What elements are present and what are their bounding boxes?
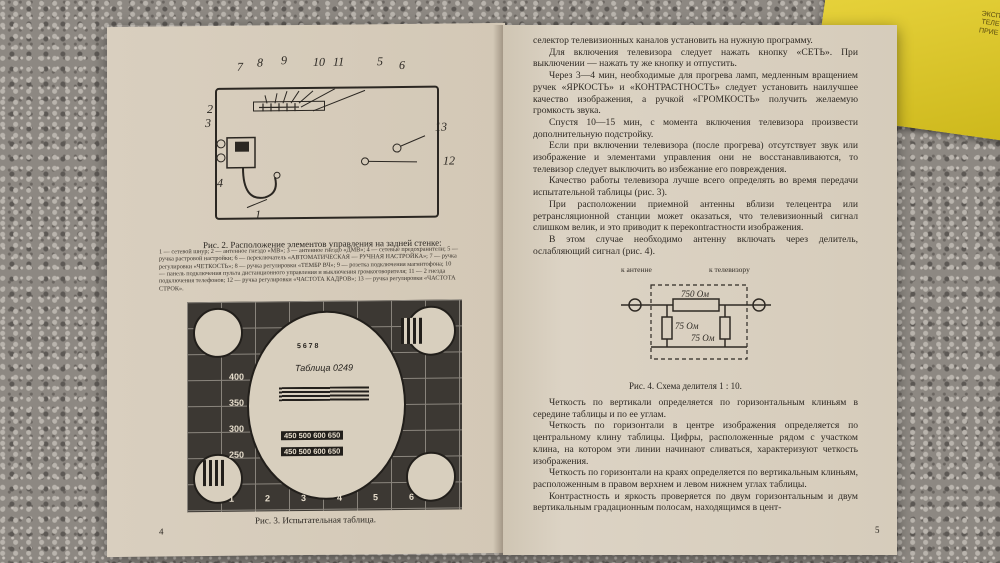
body-text-top: селектор телевизионных каналов установит… [533, 35, 858, 257]
cord-grommet [273, 171, 281, 179]
fig3-caption: Рис. 3. Испытательная таблица. [255, 514, 376, 526]
paragraph: Через 3—4 мин, необходимые для прогрева … [533, 70, 858, 117]
paragraph: Качество работы телевизора лучше всего о… [533, 175, 858, 199]
page-number-left: 4 [159, 526, 164, 537]
paragraph: При расположении приемной антенны вблизи… [533, 198, 858, 234]
shield-box [650, 284, 748, 360]
resistor-series [672, 298, 720, 312]
leader-line [274, 93, 278, 104]
leader-line [312, 89, 366, 112]
left-scale-300: 300 [229, 423, 245, 434]
central-circle [247, 309, 406, 501]
cover-line: ПРИЕ [978, 27, 999, 37]
resistor-label-75-a: 75 Ом [675, 321, 699, 331]
vertical-wedge-bottom-left [203, 459, 225, 487]
central-horizontal-wedge [279, 386, 369, 402]
test-pattern-numbers-top: 5 6 7 8 [297, 342, 319, 351]
fuse-block [226, 136, 256, 169]
bottom-number-6: 6 [409, 491, 415, 502]
callout-3: 3 [205, 115, 211, 131]
paragraph: Если при включении телевизора (после про… [533, 140, 858, 175]
callout-12: 12 [443, 153, 455, 168]
resistor-shunt-1 [661, 316, 673, 340]
line-freq-knob [392, 143, 402, 153]
label-to-antenna: к антенне [621, 265, 652, 274]
body-text-bottom: Четкость по вертикали определяется по го… [533, 397, 858, 514]
bottom-number-4: 4 [337, 492, 343, 503]
callout-8: 8 [257, 55, 263, 70]
fig2-legend: 1 — сетевой шнур; 2 — антенное гнездо «М… [159, 245, 459, 293]
callout-10: 10 [313, 54, 325, 69]
test-pattern-title: Таблица 0249 [294, 362, 354, 374]
right-page: селектор телевизионных каналов установит… [503, 25, 897, 555]
power-cord [242, 167, 277, 199]
paragraph: В этом случае необходимо антенну включат… [533, 233, 858, 257]
back-panel-drawing [217, 88, 426, 209]
divider-circuit-drawing [621, 284, 771, 360]
left-page: 7 8 9 10 11 5 6 2 3 13 12 4 1 Рис. 2. Ра… [107, 22, 505, 558]
resistor-label-75-b: 75 Ом [691, 333, 715, 343]
leader-line [298, 90, 314, 104]
leader-line [264, 95, 268, 104]
callout-7: 7 [237, 59, 243, 74]
divider-circuit: 750 Ом 75 Ом 75 Ом [621, 277, 771, 367]
leader-line [246, 198, 268, 209]
callout-5: 5 [377, 54, 383, 69]
bottom-number-5: 5 [373, 492, 379, 503]
paragraph: селектор телевизионных каналов установит… [533, 35, 813, 46]
leader-line [368, 160, 418, 163]
bottom-number-2: 2 [265, 493, 271, 504]
antenna-socket-mv [217, 139, 226, 149]
callout-11: 11 [333, 54, 345, 69]
callout-2: 2 [207, 101, 213, 117]
leader-line [300, 88, 336, 108]
yellow-booklet-cover-text: ЭКСП ТЕЛЕ ПРИЕ [978, 10, 1000, 38]
left-scale-250: 250 [229, 449, 245, 460]
callout-6: 6 [399, 57, 405, 73]
fuse-holder [235, 141, 249, 152]
antenna-socket-dmv [217, 153, 226, 163]
open-booklet: 7 8 9 10 11 5 6 2 3 13 12 4 1 Рис. 2. Ра… [107, 22, 897, 558]
paragraph: Четкость по горизонтали в центре изображ… [533, 420, 858, 467]
back-panel-diagram [215, 85, 439, 220]
leader-line [290, 90, 300, 104]
bottom-number-3: 3 [301, 492, 307, 504]
leader-line [282, 91, 288, 104]
page-number-right: 5 [875, 525, 880, 535]
paragraph: Спустя 10—15 мин, с момента включения те… [533, 116, 858, 140]
label-to-tv: к телевизору [709, 265, 750, 274]
left-scale-350: 350 [229, 397, 245, 408]
paragraph: Четкость по вертикали определяется по го… [533, 397, 858, 420]
center-scale-row-2: 450 500 600 650 [281, 446, 344, 457]
callout-4: 4 [217, 175, 223, 190]
callout-9: 9 [281, 53, 287, 68]
connector-pins [259, 103, 299, 112]
fig4-caption: Рис. 4. Схема делителя 1 : 10. [629, 381, 742, 391]
left-scale-400: 400 [229, 371, 245, 382]
leader-line [400, 135, 426, 147]
callout-13: 13 [435, 119, 447, 134]
corner-circle-top-left [193, 307, 243, 359]
paragraph: Для включения телевизора следует нажать … [533, 46, 858, 70]
vertical-wedge-top-right [401, 317, 423, 345]
resistor-label-750: 750 Ом [681, 289, 709, 299]
test-pattern-image: Таблица 0249 5 6 7 8 400 350 300 250 450… [187, 299, 462, 513]
center-scale-row-1: 450 500 600 650 [281, 430, 344, 441]
callout-1: 1 [255, 207, 261, 222]
resistor-shunt-2 [719, 316, 731, 340]
frame-freq-knob [361, 157, 369, 166]
paragraph: Контрастность и яркость проверяется по д… [533, 490, 858, 514]
paragraph: Четкость по горизонтали на краях определ… [533, 467, 858, 490]
bottom-number-1: 1 [229, 493, 235, 504]
